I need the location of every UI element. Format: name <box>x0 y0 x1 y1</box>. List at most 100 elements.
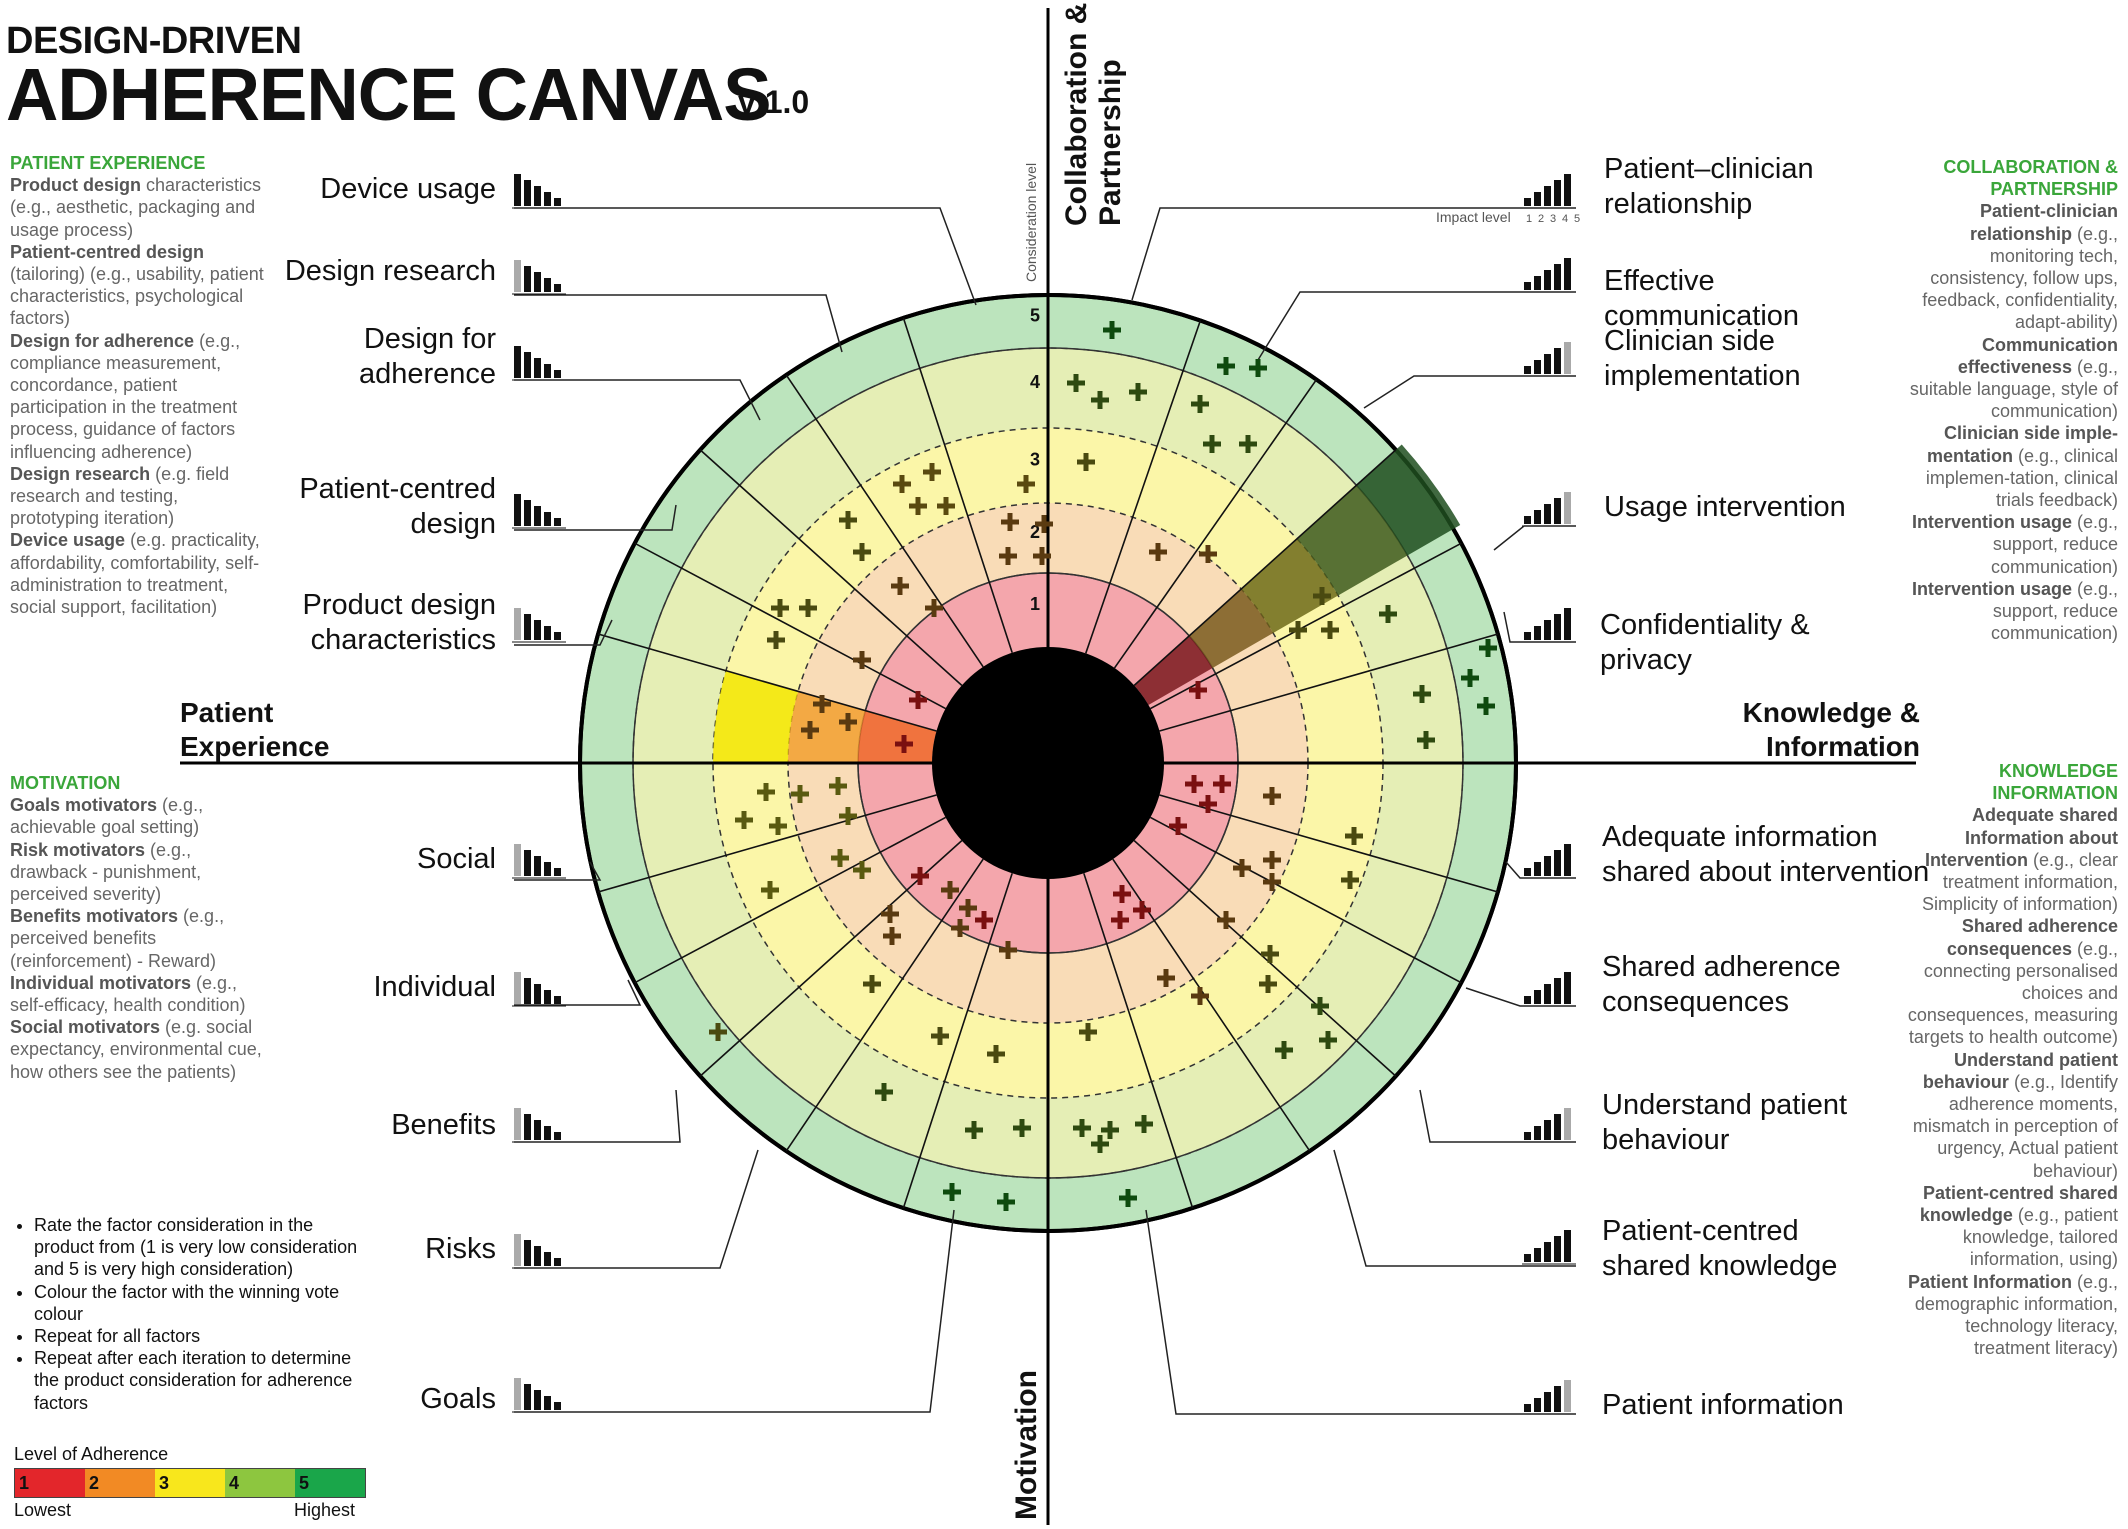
quadrant-label-collaboration: Collaboration &Partnership <box>1060 3 1127 226</box>
vote-plus-mark <box>1263 787 1281 805</box>
impact-bars-right <box>1522 492 1576 527</box>
vote-plus-mark <box>975 911 993 929</box>
co-item: Clinician side imple-mentation (e.g., cl… <box>1925 423 2118 511</box>
vote-plus-mark <box>1091 391 1109 409</box>
impact-bar <box>524 180 531 206</box>
impact-bar <box>1564 1108 1571 1140</box>
impact-tick-label: 5 <box>1574 213 1580 225</box>
vote-plus-mark <box>1233 859 1251 877</box>
highlight-clinician-level-3 <box>1241 538 1339 633</box>
impact-bar <box>534 620 541 640</box>
impact-bar <box>544 862 551 876</box>
vote-plus-mark <box>761 881 779 899</box>
factor-label-patient-centred-knowledge: Patient-centred shared knowledge <box>1602 1215 1838 1282</box>
highlight-social-level-3 <box>713 670 799 763</box>
vote-plus-mark <box>1103 321 1121 339</box>
leader-line <box>1419 1089 1576 1143</box>
leader-line <box>514 1209 955 1413</box>
vote-plus-mark <box>1345 827 1363 845</box>
impact-bar <box>534 1390 541 1410</box>
impact-bar <box>1534 1126 1541 1140</box>
kn-item: Adequate shared Information about Interv… <box>1921 805 2118 915</box>
vote-plus-mark <box>1341 871 1359 889</box>
sector-divider <box>1085 320 1202 654</box>
vote-plus-mark <box>1157 969 1175 987</box>
impact-bar <box>544 192 551 206</box>
impact-bar <box>534 856 541 876</box>
highlight-clinician-level-4 <box>1296 485 1408 596</box>
leader-line <box>514 294 843 353</box>
impact-bar <box>1524 198 1531 206</box>
impact-bar <box>514 346 521 378</box>
vote-plus-mark <box>943 1183 961 1201</box>
vote-plus-mark <box>709 1023 727 1041</box>
impact-bar <box>524 500 531 526</box>
sector-divider <box>597 633 937 732</box>
vote-plus-mark <box>1079 1023 1097 1041</box>
impact-bar <box>1524 366 1531 374</box>
vote-plus-mark <box>909 497 927 515</box>
impact-bar <box>1544 856 1551 876</box>
vote-plus-mark <box>1017 475 1035 493</box>
vote-plus-mark <box>1191 395 1209 413</box>
impact-bar <box>544 1252 551 1266</box>
impact-bar <box>544 364 551 378</box>
impact-bar <box>514 260 521 292</box>
impact-bars-right <box>1522 972 1576 1007</box>
vote-plus-mark <box>1321 621 1339 639</box>
impact-bars-left <box>512 844 566 879</box>
leader-line <box>514 1089 681 1143</box>
vote-plus-mark <box>791 785 809 803</box>
impact-bar <box>1534 1248 1541 1262</box>
impact-bar <box>1554 348 1561 374</box>
impact-bar <box>1524 632 1531 640</box>
factor-label-social: Social <box>417 843 496 875</box>
title-version: v 1.0 <box>738 84 810 120</box>
mo-item: Goals motivators (e.g., achievable goal … <box>10 795 204 838</box>
impact-bar <box>1524 996 1531 1004</box>
leader-line <box>514 619 613 646</box>
sector-divider <box>1133 840 1397 1077</box>
mo-item: Risk motivators (e.g., drawback - punish… <box>10 839 202 905</box>
impact-bar <box>1534 990 1541 1004</box>
impact-bar <box>1524 868 1531 876</box>
leader-line <box>514 504 677 531</box>
pe-item: Design research (e.g. field research and… <box>10 463 230 529</box>
impact-bar <box>514 1108 521 1140</box>
impact-bars-right <box>1522 342 1576 377</box>
highlight-clinician-level-1 <box>1134 635 1213 705</box>
leader-line <box>1257 291 1576 361</box>
legend-bar: 1 2 3 4 5 <box>14 1468 366 1498</box>
vote-plus-mark <box>1263 851 1281 869</box>
factor-label-design-for-adherence: Design for adherence <box>358 323 496 390</box>
vote-plus-mark <box>771 599 789 617</box>
vote-plus-mark <box>853 543 871 561</box>
instructions: Rate the factor consideration in the pro… <box>12 1214 372 1414</box>
vote-plus-mark <box>1379 605 1397 623</box>
factor-label-patient-information: Patient information <box>1602 1389 1844 1421</box>
quadrant-label-patient-experience: Patient Experience <box>180 697 330 762</box>
factor-label-confidentiality: Confidentiality & privacy <box>1600 609 1810 676</box>
ring-number-label: 5 <box>1030 306 1040 326</box>
impact-bars-left <box>512 174 566 209</box>
factor-label-product-design: Product design characteristics <box>302 589 496 656</box>
title-line2: ADHERENCE CANVAS <box>6 53 772 136</box>
pe-item: Product design characteristics (e.g., ae… <box>10 175 262 240</box>
vote-plus-mark <box>931 1027 949 1045</box>
vote-plus-mark <box>893 475 911 493</box>
vote-plus-mark <box>853 861 871 879</box>
impact-bar <box>534 506 541 526</box>
impact-bar <box>524 850 531 876</box>
factor-label-device-usage: Device usage <box>320 173 496 205</box>
vote-plus-mark <box>1311 997 1329 1015</box>
motivation-heading: MOTIVATION <box>10 773 121 793</box>
vote-plus-mark <box>1169 817 1187 835</box>
sector-divider <box>699 449 963 686</box>
impact-bar <box>1554 1236 1561 1262</box>
highlight-clinician-level-2 <box>1189 589 1274 668</box>
co-item: Intervention usage (e.g., support, reduc… <box>1911 578 2118 644</box>
kn-item: Patient Information (e.g., demographic i… <box>1907 1271 2118 1359</box>
vote-plus-mark <box>1289 621 1307 639</box>
leader-line <box>1333 1149 1576 1267</box>
